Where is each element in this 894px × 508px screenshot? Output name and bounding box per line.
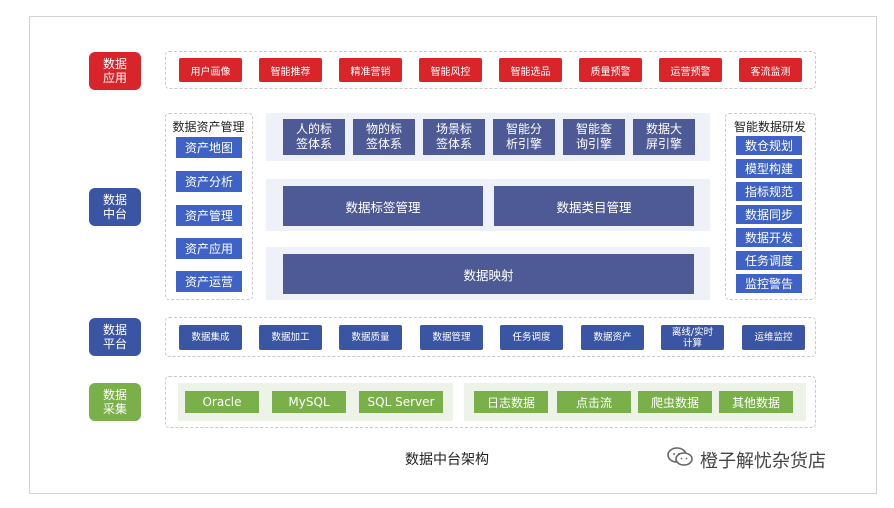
app-item: 用户画像 [179,58,242,82]
layer-label-app: 数据 应用 [89,52,141,90]
platform-item: 数据集成 [179,325,242,350]
app-item: 智能风控 [419,58,482,82]
source-item: 日志数据 [474,391,548,413]
platform-item: 离线/实时 计算 [661,325,724,350]
smart-dev-item: 数仓规划 [736,136,802,155]
database-item: MySQL [272,391,346,413]
wechat-icon [666,446,694,473]
smart-dev-item: 数据开发 [736,228,802,247]
app-item: 智能推荐 [259,58,322,82]
smart-dev-item: 监控警告 [736,274,802,293]
tag-management-block: 数据标签管理 [283,186,483,226]
collect-row: Oracle MySQL SQL Server 日志数据 点击流 爬虫数据 其他… [165,376,816,428]
app-items: 用户画像 智能推荐 精准营销 智能风控 智能选品 质量预警 运营预警 客流监测 [179,58,802,82]
diagram-caption: 数据中台架构 [405,452,489,468]
smart-dev-title: 智能数据研发 [733,120,806,134]
source-group: 日志数据 点击流 爬虫数据 其他数据 [464,383,806,421]
management-panel: 数据标签管理 数据类目管理 [266,179,710,231]
asset-item: 资产分析 [176,171,242,192]
app-item: 客流监测 [739,58,802,82]
engine-block: 智能查 询引擎 [563,119,625,155]
engine-block: 智能分 析引擎 [493,119,555,155]
mapping-panel: 数据映射 [266,247,710,300]
engine-block: 场景标 签体系 [423,119,485,155]
source-item: 爬虫数据 [638,391,712,413]
platform-item: 数据资产 [581,325,644,350]
source-item: 其他数据 [719,391,793,413]
platform-item: 运维监控 [742,325,805,350]
asset-item: 资产管理 [176,205,242,226]
engine-block: 数据大 屏引擎 [633,119,695,155]
asset-item: 资产应用 [176,238,242,259]
platform-item: 数据加工 [259,325,322,350]
app-item: 精准营销 [339,58,402,82]
asset-mgmt-title: 数据资产管理 [172,120,245,134]
smart-dev-item: 模型构建 [736,159,802,178]
watermark-text: 橙子解忧杂货店 [700,450,826,472]
layer-label-mid: 数据 中台 [89,188,141,226]
platform-item: 任务调度 [500,325,563,350]
source-item: 点击流 [557,391,631,413]
asset-item: 资产运营 [176,271,242,292]
app-item: 质量预警 [579,58,642,82]
database-group: Oracle MySQL SQL Server [178,383,453,421]
smart-dev-panel: 智能数据研发 数仓规划 模型构建 指标规范 数据同步 数据开发 任务调度 监控警… [725,113,816,300]
data-mapping-block: 数据映射 [283,254,694,294]
asset-mgmt-panel: 数据资产管理 资产地图 资产分析 资产管理 资产应用 资产运营 [165,113,253,300]
engine-panel: 人的标 签体系 物的标 签体系 场景标 签体系 智能分 析引擎 智能查 询引擎 … [266,113,710,161]
asset-item: 资产地图 [176,137,242,158]
database-item: SQL Server [359,391,443,413]
database-item: Oracle [185,391,259,413]
platform-item: 数据管理 [420,325,483,350]
app-item: 运营预警 [659,58,722,82]
layer-label-collect: 数据 采集 [89,383,141,421]
platform-item: 数据质量 [339,325,402,350]
smart-dev-item: 指标规范 [736,182,802,201]
layer-label-platform: 数据 平台 [89,318,141,356]
smart-dev-item: 数据同步 [736,205,802,224]
smart-dev-item: 任务调度 [736,251,802,270]
category-management-block: 数据类目管理 [494,186,694,226]
platform-row: 数据集成 数据加工 数据质量 数据管理 任务调度 数据资产 离线/实时 计算 运… [165,317,816,357]
engine-block: 人的标 签体系 [283,119,345,155]
app-item: 智能选品 [499,58,562,82]
app-row: 用户画像 智能推荐 精准营销 智能风控 智能选品 质量预警 运营预警 客流监测 [165,51,816,89]
watermark: 橙子解忧杂货店 [666,446,826,473]
engine-block: 物的标 签体系 [353,119,415,155]
